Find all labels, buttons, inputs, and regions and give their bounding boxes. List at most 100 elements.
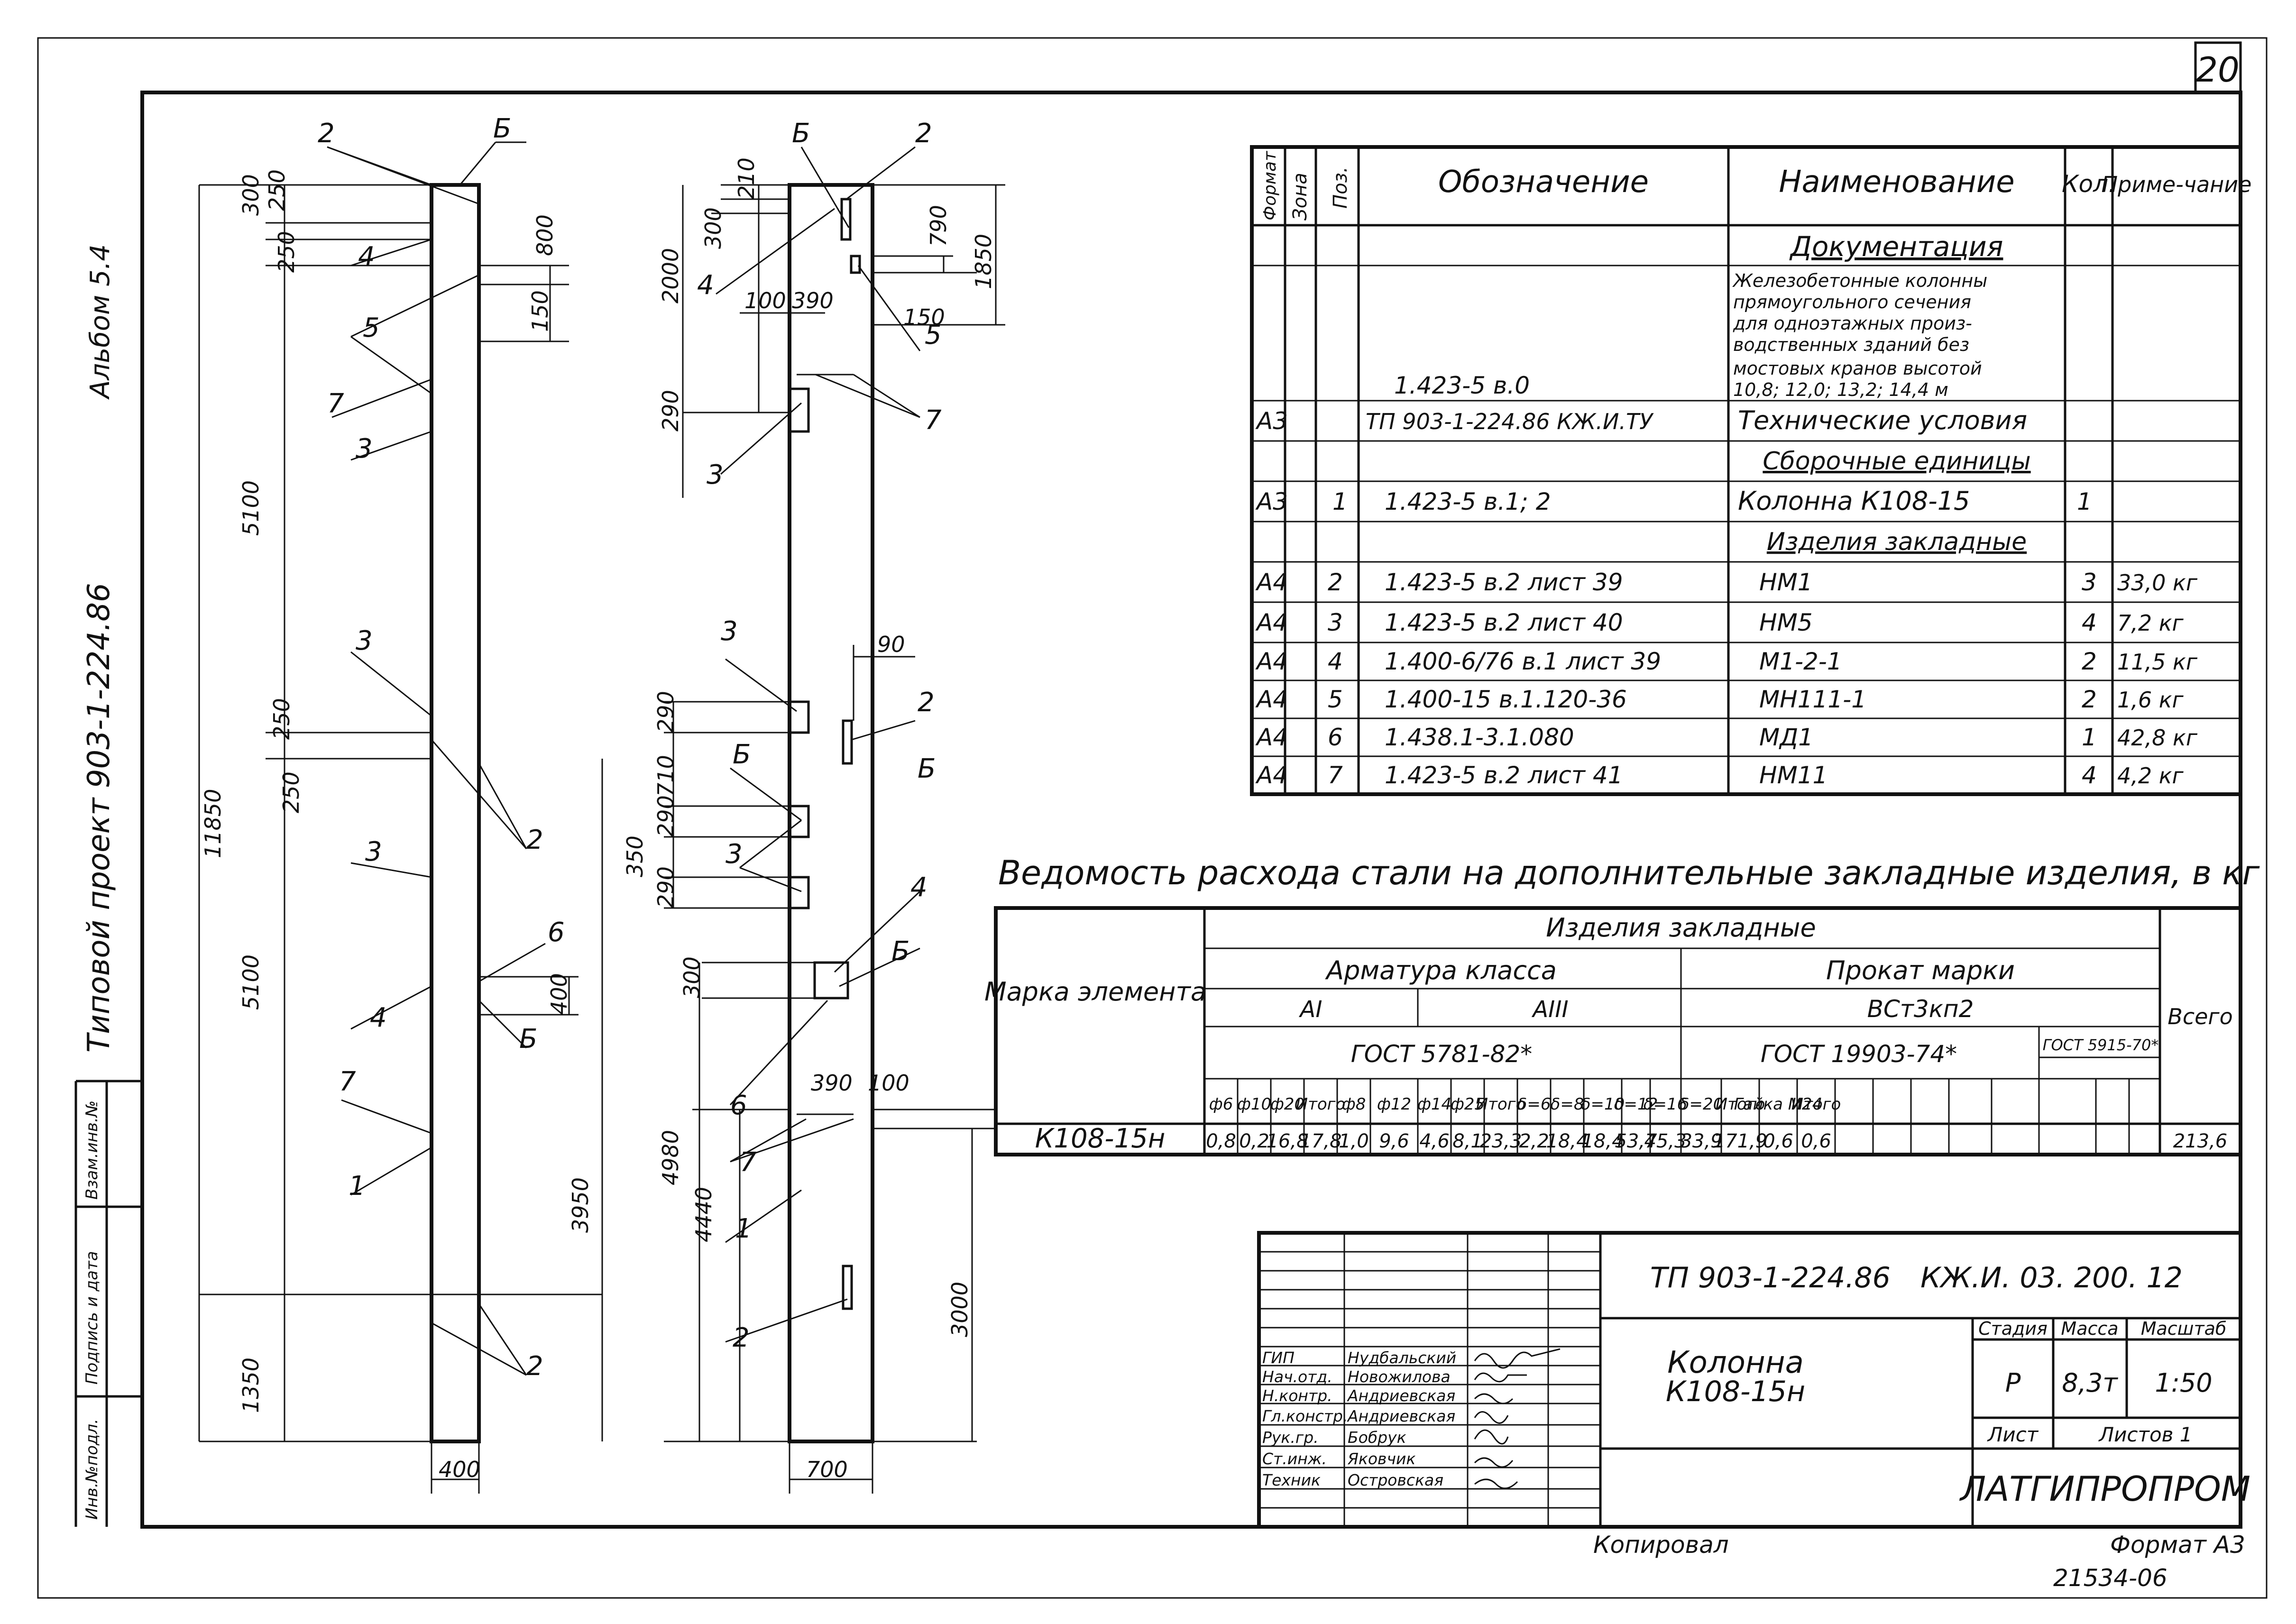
pos-label: Б: [733, 739, 751, 770]
dim-text: 4440: [691, 1187, 716, 1242]
row-name-line: для одноэтажных произ-: [1733, 313, 1972, 334]
format-label: Формат А3: [2110, 1531, 2245, 1559]
dim-text: 11850: [200, 789, 226, 858]
header-qty: Кол.: [2062, 170, 2116, 198]
pos-label: Б: [493, 113, 511, 144]
pos-label: 2: [918, 687, 935, 718]
mark-header: Марка элемента: [984, 977, 1206, 1007]
row-pos: 6: [1328, 724, 1343, 751]
row-name-line: прямоугольного сечения: [1733, 292, 1971, 312]
pos-label: 5: [363, 312, 380, 343]
dim-text: 150: [527, 290, 553, 332]
dim-text: 1350: [238, 1358, 264, 1413]
title-name-line2: К108-15н: [1666, 1375, 1805, 1408]
header-name: Наименование: [1779, 165, 2014, 200]
pos-label: 3: [356, 433, 373, 464]
role-name: Нудбальский: [1348, 1349, 1456, 1367]
row-pos: 2: [1328, 569, 1343, 596]
dim-text: 290: [658, 390, 683, 431]
role-label: Гл.констр.: [1262, 1407, 1348, 1425]
row-format: А4: [1255, 762, 1288, 789]
role-label: ГИП: [1262, 1349, 1295, 1367]
arm-header: Арматура класса: [1325, 955, 1557, 985]
footer: Копировал Формат А3 21534-06: [1593, 1531, 2245, 1592]
role-label: Н.контр.: [1262, 1386, 1332, 1405]
scale-label: Масштаб: [2141, 1318, 2227, 1339]
col-header: Итого: [1791, 1095, 1841, 1114]
pos-label: 2: [318, 118, 335, 149]
row-qty: 1: [2077, 488, 2092, 515]
col-header: ф8: [1342, 1095, 1366, 1114]
total-header: Всего: [2167, 1004, 2232, 1029]
row-note: 42,8 кг: [2117, 725, 2198, 751]
row-name: Технические условия: [1738, 405, 2027, 435]
pos-label: 4: [358, 241, 375, 272]
row-name: МД1: [1759, 724, 1813, 751]
steel-table-title: Ведомость расхода стали на дополнительны…: [998, 853, 2260, 892]
row-value: 18,4: [1546, 1130, 1588, 1152]
pos-label: 3: [356, 625, 373, 656]
row-name-line: Железобетонные колонны: [1732, 270, 1987, 291]
row-format: А4: [1255, 569, 1288, 596]
pos-label: 2: [526, 1351, 543, 1382]
col-header: δ=20: [1680, 1095, 1724, 1114]
page-number-box: 20: [2194, 41, 2242, 94]
row-note: 1,6 кг: [2117, 687, 2184, 713]
org-name: ЛАТГИПРОПРОМ: [1959, 1469, 2250, 1509]
gost-arm: ГОСТ 5781-82*: [1351, 1040, 1532, 1068]
sheet-label: Лист: [1987, 1423, 2039, 1446]
pos-label: 2: [733, 1322, 750, 1353]
row-value: 2,2: [1519, 1130, 1549, 1152]
dim-text: 3000: [947, 1282, 973, 1337]
title-code2: КЖ.И. 03. 200. 12: [1920, 1261, 2183, 1294]
spec-table: Формат Зона Поз. Обозначение Наименовани…: [1250, 145, 2251, 796]
stamp-field-signature: Подпись и дата: [83, 1251, 101, 1385]
pos-label: 7: [925, 405, 942, 436]
dim-text: 350: [622, 835, 648, 877]
col-header: ф20: [1270, 1095, 1304, 1114]
table-row: А4 6 1.438.1-3.1.080 МД1 1 42,8 кг: [1255, 724, 2198, 751]
dim-text: 100: [744, 288, 786, 313]
row-value: 45,3: [1644, 1130, 1686, 1152]
role-label: Техник: [1262, 1471, 1321, 1489]
album-label: Альбом 5.4: [85, 244, 116, 400]
title-block: ТП 903-1-224.86 КЖ.И. 03. 200. 12 Колонн…: [1257, 1231, 2250, 1529]
side-stamp: Альбом 5.4 Типовой проект 903-1-224.86 В…: [74, 244, 142, 1527]
dim-text: 700: [806, 1457, 848, 1482]
role-name: Новожилова: [1348, 1367, 1451, 1386]
table-row: А3 ТП 903-1-224.86 КЖ.И.ТУ Технические у…: [1255, 405, 2027, 435]
pos-label: 5: [925, 320, 942, 350]
dim-text: 250: [278, 771, 304, 813]
role-label: Нач.отд.: [1262, 1367, 1332, 1386]
row-format: А4: [1255, 609, 1288, 636]
dim-text: 800: [532, 214, 558, 256]
scale-value: 1:50: [2155, 1368, 2212, 1398]
pos-label: 7: [740, 1147, 757, 1178]
row-qty: 2: [2082, 686, 2097, 713]
row-name: МН111-1: [1759, 686, 1866, 713]
col-header: δ=16: [1644, 1095, 1688, 1114]
dim-text: 250: [274, 231, 299, 273]
row-designation: 1.423-5 в.2 лист 41: [1385, 762, 1623, 789]
row-value: 8,1: [1452, 1130, 1483, 1152]
col-header: δ=6: [1517, 1095, 1551, 1114]
pos-label: Б: [918, 753, 936, 784]
pos-label: Б: [792, 118, 810, 149]
role-label: Ст.инж.: [1262, 1450, 1327, 1468]
row-value: 17,8: [1299, 1130, 1341, 1152]
row-qty: 4: [2082, 762, 2097, 789]
row-designation: 1.423-5 в.0: [1394, 372, 1530, 399]
dim-text: 290: [653, 795, 679, 837]
row-designation: 1.400-15 в.1.120-36: [1385, 686, 1627, 713]
dim-text: 390: [811, 1070, 853, 1096]
row-designation: 1.423-5 в.1; 2: [1385, 488, 1551, 515]
col-header: Гайка М24: [1734, 1095, 1823, 1114]
row-value: 171,9: [1713, 1130, 1768, 1152]
col-header: δ=12: [1614, 1095, 1658, 1114]
pos-label: 7: [339, 1066, 356, 1097]
row-value: 0,6: [1763, 1130, 1793, 1152]
row-format: А4: [1255, 648, 1288, 675]
row-pos: 5: [1328, 686, 1343, 713]
row-value: 4,6: [1419, 1130, 1450, 1152]
